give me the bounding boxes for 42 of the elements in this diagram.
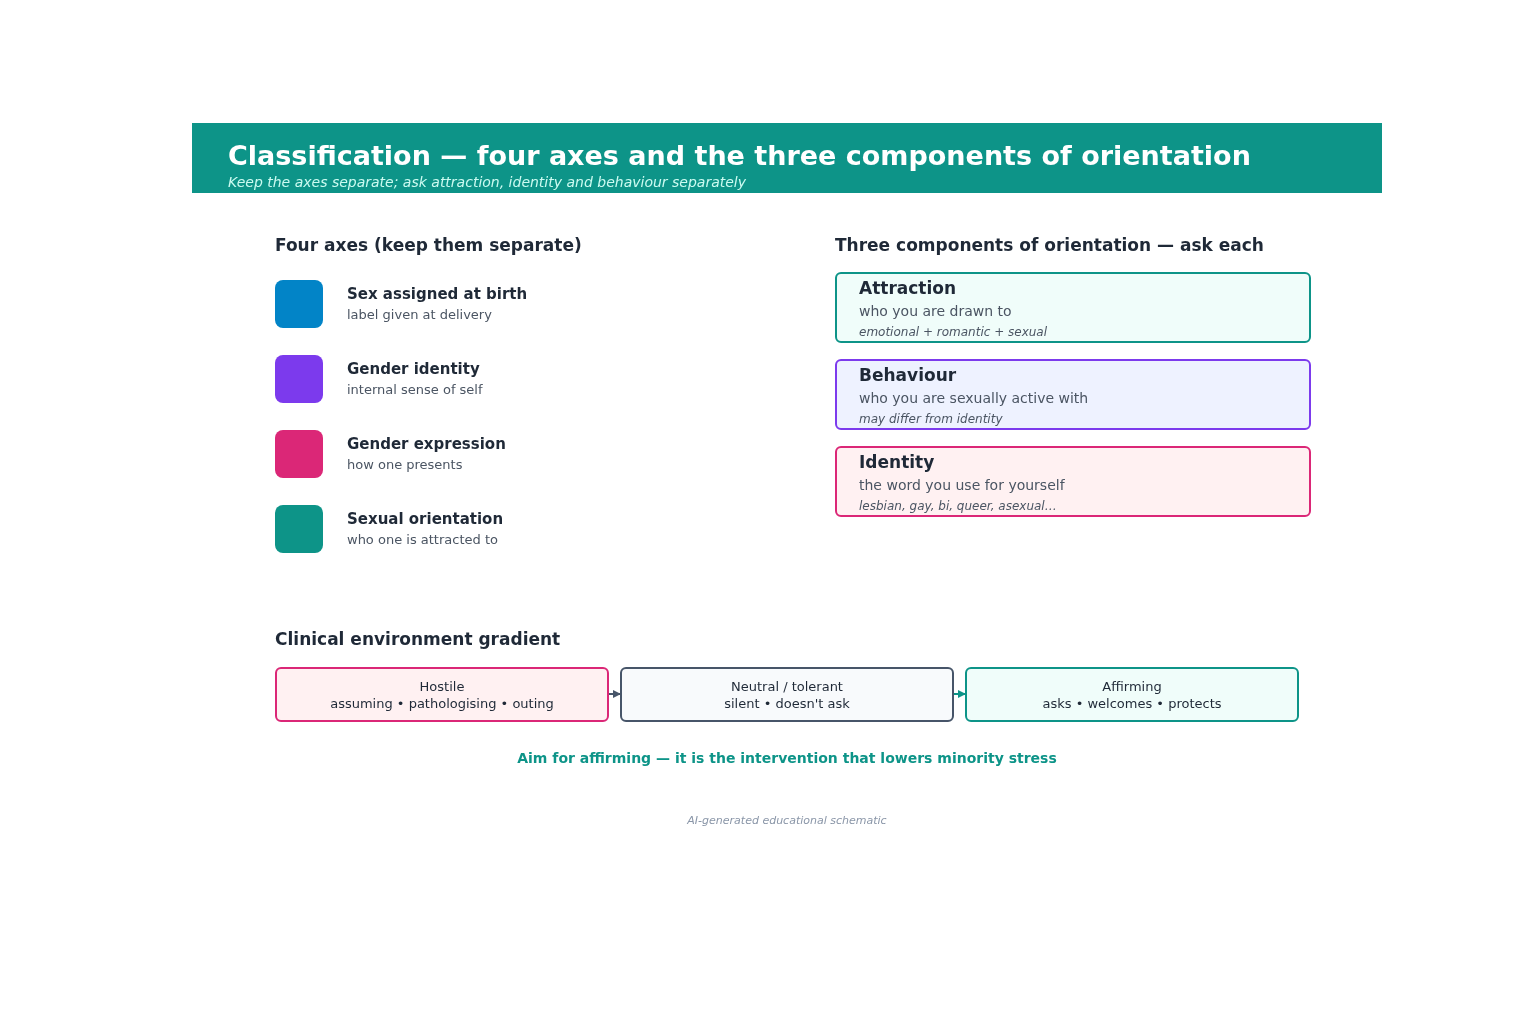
gradient-box: [965, 667, 1299, 722]
footer-note: AI-generated educational schematic: [686, 813, 888, 829]
subtitle: Keep the axes separate; ask attraction, identity and behaviour separately: [228, 173, 748, 191]
arrow: [608, 690, 621, 698]
color-square: [275, 430, 323, 478]
arrow: [953, 690, 966, 698]
component-card: [835, 446, 1311, 517]
axis-name: Sex assigned at birth: [347, 284, 528, 304]
color-square: [275, 280, 323, 328]
component-card: [835, 359, 1311, 430]
axis-description: label given at delivery: [347, 306, 493, 324]
color-square: [275, 505, 323, 553]
axis-name: Gender identity: [347, 359, 481, 379]
gradient-level: Neutral / tolerant: [731, 677, 843, 695]
component-name: Behaviour: [859, 364, 958, 386]
title: Classification — four axes and the three components of orientation: [228, 139, 1252, 173]
gradient-description: asks • welcomes • protects: [1042, 694, 1222, 712]
component-description: the word you use for yourself: [859, 476, 1066, 495]
component-name: Identity: [859, 451, 936, 473]
gradient-description: assuming • pathologising • outing: [330, 694, 554, 712]
section-heading: Clinical environment gradient: [275, 628, 561, 651]
gradient-description: silent • doesn't ask: [724, 694, 850, 712]
axis-name: Gender expression: [347, 434, 506, 454]
axis-description: how one presents: [347, 456, 464, 474]
component-note: may differ from identity: [859, 411, 1004, 428]
conclusion-note: Aim for affirming — it is the intervention that lowers minority stress: [516, 749, 1058, 768]
component-description: who you are drawn to: [859, 302, 1013, 321]
component-card: [835, 272, 1311, 343]
gradient-box: [275, 667, 609, 722]
section-heading: Three components of orientation — ask each: [835, 234, 1264, 257]
axis-description: internal sense of self: [347, 381, 483, 399]
component-note: emotional + romantic + sexual: [859, 324, 1049, 341]
gradient-level: Hostile: [419, 677, 465, 695]
axis-description: who one is attracted to: [347, 531, 499, 549]
color-square: [275, 355, 323, 403]
component-name: Attraction: [859, 277, 958, 299]
component-note: lesbian, gay, bi, queer, asexual…: [859, 498, 1058, 515]
section-heading: Four axes (keep them separate): [275, 234, 582, 257]
axis-name: Sexual orientation: [347, 509, 504, 529]
component-description: who you are sexually active with: [859, 389, 1090, 408]
gradient-box: [620, 667, 954, 722]
gradient-level: Affirming: [1102, 677, 1162, 695]
